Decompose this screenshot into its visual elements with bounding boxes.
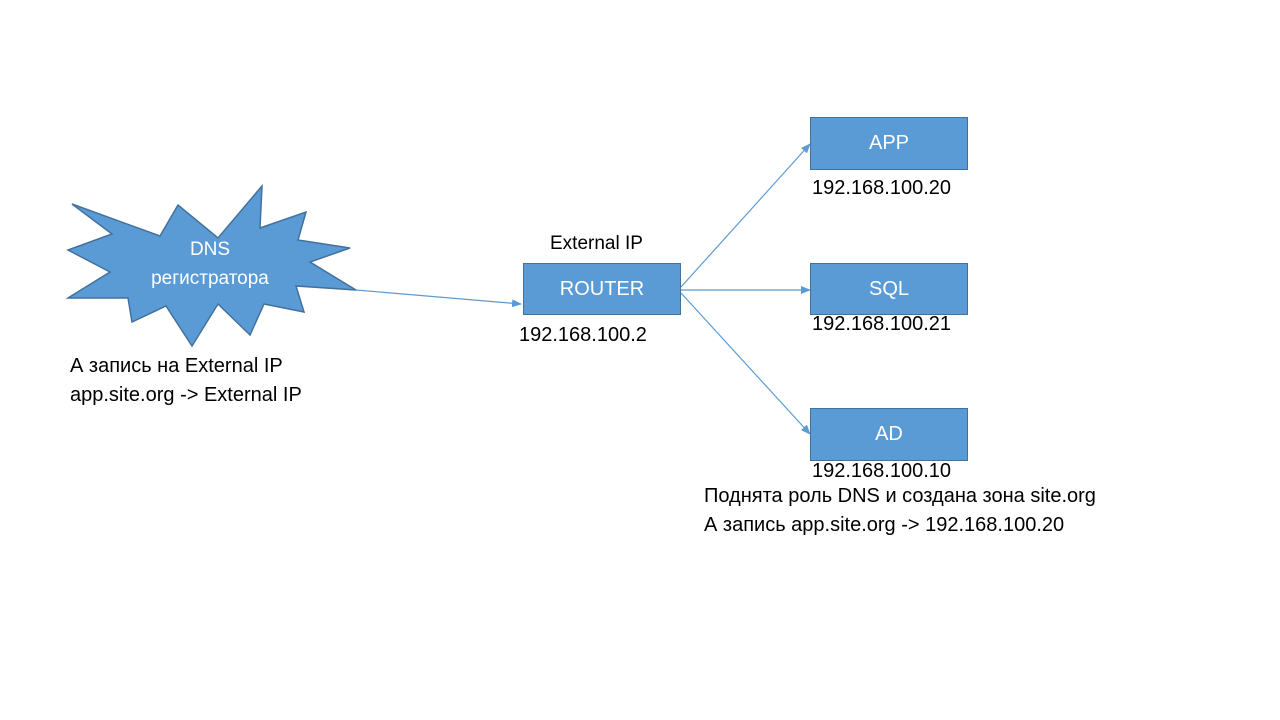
dns-registrar-label: DNS регистратора bbox=[110, 240, 310, 288]
ad-note-line2: А запись app.site.org -> 192.168.100.20 bbox=[704, 514, 1065, 536]
sql-server-node: SQL bbox=[810, 263, 968, 315]
ad-note-line1: Поднята роль DNS и создана зона site.org bbox=[704, 485, 1096, 507]
app-server-node: APP bbox=[810, 117, 968, 170]
dns-registrar-line1: DNS bbox=[189, 239, 231, 260]
router-ip: 192.168.100.2 bbox=[519, 324, 647, 346]
dns-registrar-line2: регистратора bbox=[151, 268, 269, 289]
connector-router-to-ad bbox=[680, 292, 811, 435]
sql-server-label: SQL bbox=[868, 277, 910, 300]
app-server-label: APP bbox=[868, 132, 910, 154]
router-node: ROUTER bbox=[523, 263, 681, 315]
router-external-ip-label: External IP bbox=[550, 233, 643, 254]
app-server-ip: 192.168.100.20 bbox=[812, 177, 952, 199]
dns-note-line1: А запись на External IP bbox=[70, 355, 283, 377]
router-node-label: ROUTER bbox=[559, 277, 645, 300]
ad-server-label: AD bbox=[875, 423, 903, 445]
dns-note-line2: app.site.org -> External IP bbox=[70, 384, 302, 406]
ad-server-ip: 192.168.100.10 bbox=[812, 460, 952, 482]
dns-registrar-shape bbox=[65, 183, 357, 348]
ad-server-node: AD bbox=[810, 408, 968, 461]
connector-router-to-app bbox=[680, 143, 811, 288]
connector-dns-to-router bbox=[355, 289, 522, 308]
sql-server-ip: 192.168.100.21 bbox=[812, 313, 952, 335]
